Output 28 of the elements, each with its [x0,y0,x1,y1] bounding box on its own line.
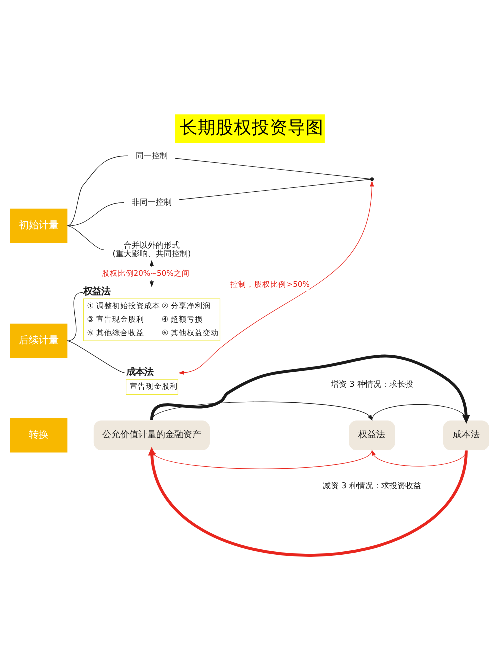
node-brace [370,177,374,181]
diagram-title: 长期股权投资导图 [180,118,324,138]
connector [67,292,84,341]
connector [67,202,124,226]
connector [67,225,104,250]
node-box: 公允价值计量的金融资产 [94,420,210,450]
arrow [148,446,468,556]
arrow [152,401,373,421]
node-box: 转换 [10,418,68,452]
connector [67,340,126,373]
node-box: 初始计量 [10,208,68,243]
node-label: 权益法 [84,286,111,297]
node-label: 成本法 [126,366,154,378]
label: 增资 3 种情况：求长投 [331,378,414,388]
node-text: 同一控制 [136,150,168,160]
arrow [372,404,467,421]
connector [175,158,372,180]
arrow [178,180,374,374]
node-box: 成本法 [443,420,490,450]
node-text: 非同一控制 [132,196,172,206]
node-box: 后续计量 [10,323,68,358]
arrow [372,449,467,466]
connector [179,178,371,200]
connector [67,155,128,226]
label: 减资 3 种情况：求投资收益 [323,480,422,490]
node-box: 权益法 [349,420,396,450]
arrow [150,354,470,424]
node-text: 合并以外的形式 (重大影响、共同控制) [112,239,192,258]
